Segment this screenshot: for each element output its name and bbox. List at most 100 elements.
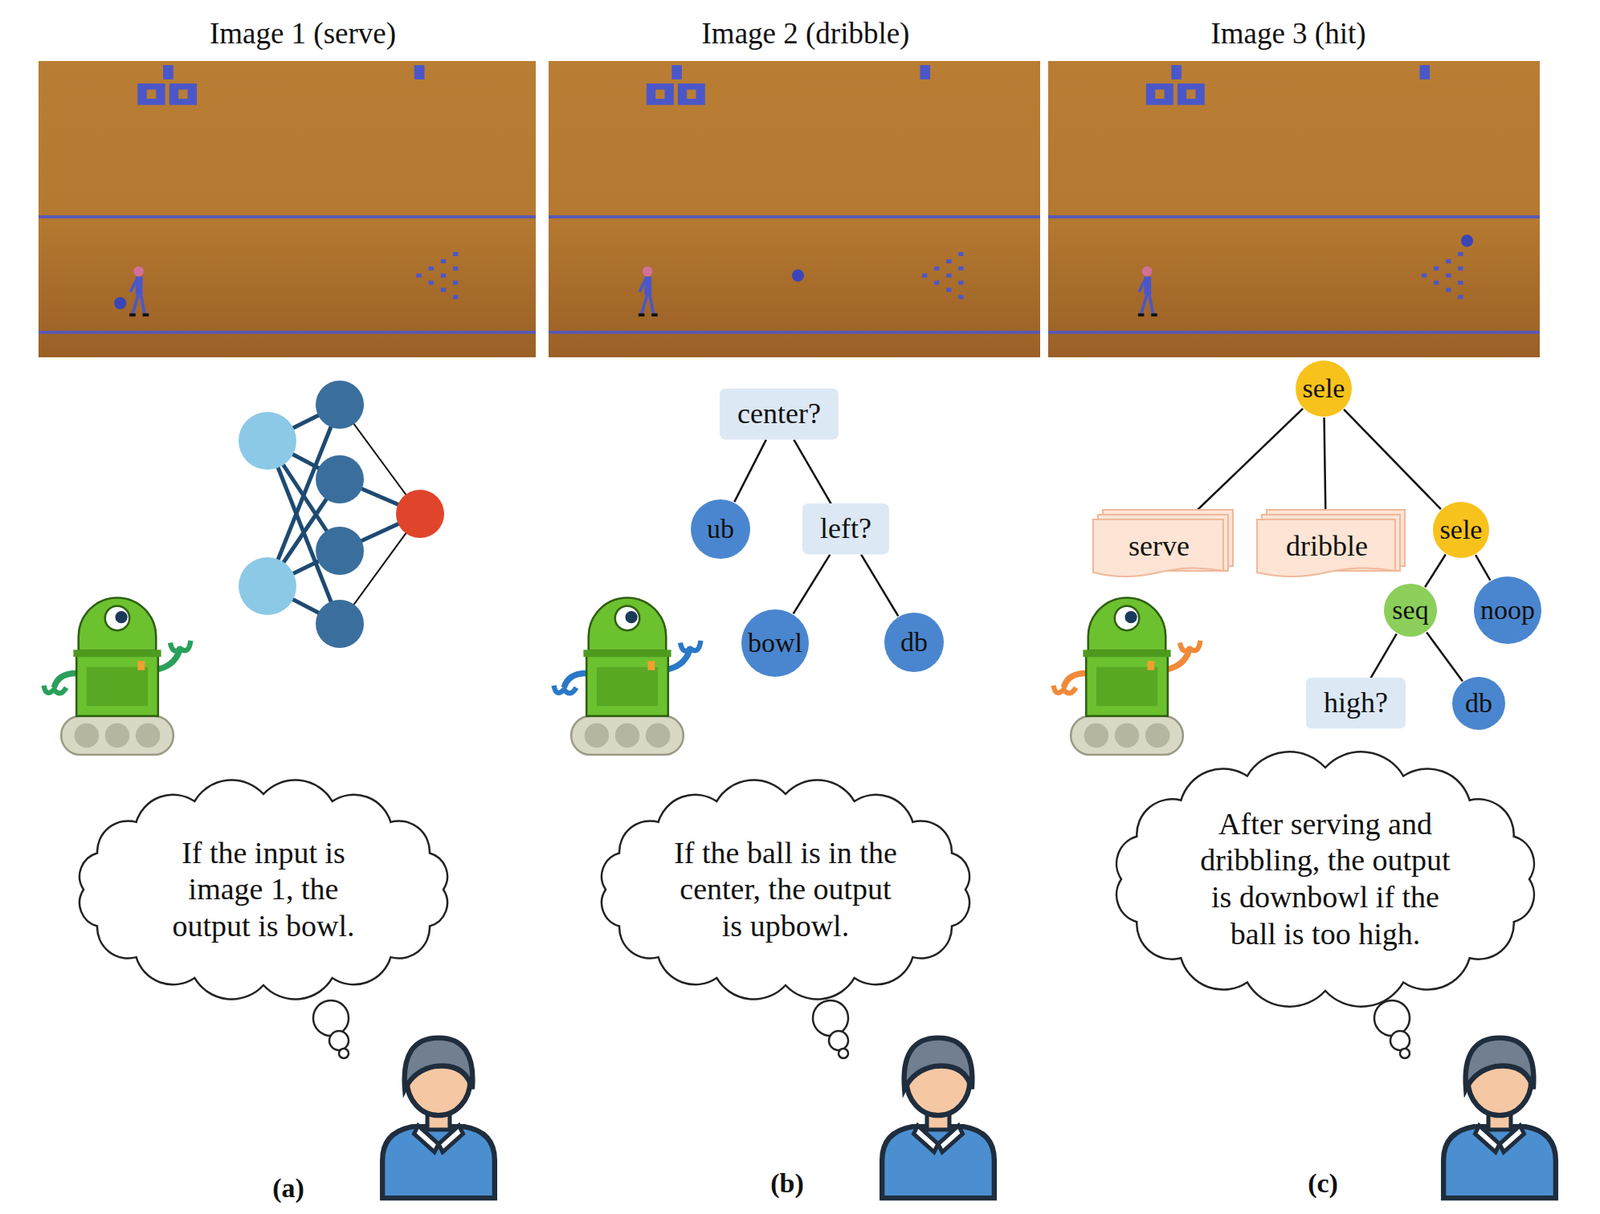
action-node: seq [1383, 583, 1438, 638]
action-node: ub [689, 498, 752, 560]
node-text: If the input is image 1, the output is b… [155, 835, 372, 946]
bowler [1138, 266, 1158, 317]
action-node: noop [1473, 575, 1543, 645]
thought-bubble [812, 1000, 849, 1037]
lane-line [38, 330, 536, 335]
node-text: sele [1302, 372, 1346, 405]
game-screenshot [548, 61, 1041, 358]
bowling-pin [440, 273, 446, 278]
thought-cloud: After serving and dribbling, the output … [1100, 746, 1551, 1013]
score-digit-hole [1155, 89, 1164, 99]
hidden-neuron [315, 455, 364, 504]
tree-branch [793, 440, 831, 505]
node-label: center? [737, 397, 821, 431]
robot-icon [554, 598, 702, 756]
node-text: seq [1391, 594, 1429, 626]
bowling-pin [958, 294, 964, 299]
hidden-neuron [315, 600, 364, 649]
thought-cloud: If the ball is in the center, the output… [584, 773, 987, 1007]
node-label: If the input is image 1, the output is b… [155, 835, 372, 946]
person-icon [881, 1038, 995, 1199]
bowler [638, 266, 658, 317]
action-node: bowl [740, 608, 810, 678]
bowling-ball [1461, 234, 1474, 247]
person-icon [1443, 1038, 1556, 1199]
game-screenshot [1048, 61, 1540, 358]
bowling-pin [946, 287, 952, 292]
node-text: db [1465, 687, 1493, 719]
thought-bubble [828, 1031, 849, 1051]
bowling-pin [1457, 281, 1463, 286]
bowling-pin [922, 273, 927, 278]
node-text: high? [1323, 686, 1388, 720]
robot-icon [44, 598, 192, 756]
tree-branch [1426, 632, 1463, 682]
score-marker [414, 65, 425, 80]
tree-branch [1371, 633, 1397, 678]
thought-bubble [338, 1048, 349, 1059]
input-neuron [238, 557, 297, 616]
thought-bubble [313, 1000, 349, 1037]
panel-letter: (a) [272, 1173, 305, 1205]
bowling-pin [1421, 273, 1427, 278]
bowler [129, 266, 149, 317]
node-label: If the ball is in the center, the output… [671, 835, 901, 946]
action-node: sele [1294, 359, 1353, 418]
score-digit [137, 83, 165, 106]
bowling-pin [453, 281, 458, 286]
thought-cloud: If the input is image 1, the output is b… [62, 773, 465, 1007]
tree-branch [1475, 555, 1490, 581]
score-digit-hole [655, 89, 665, 99]
node-text: noop [1480, 594, 1535, 626]
neural-network [238, 380, 445, 649]
bowling-lane [1048, 61, 1540, 358]
bowling-ball [114, 297, 127, 310]
score-marker [163, 65, 174, 80]
bowling-lane [38, 61, 536, 358]
hidden-neuron [315, 526, 364, 576]
tree-branch [861, 555, 898, 617]
condition-box: high? [1306, 677, 1406, 729]
node-shape [1100, 746, 1551, 1013]
node-label: bowl [747, 627, 803, 659]
lane-line [1048, 215, 1540, 219]
node-label: left? [820, 512, 872, 546]
node-label: noop [1480, 594, 1535, 626]
node-text: After serving and dribbling, the output … [1192, 806, 1458, 953]
node-label: dribble [1285, 530, 1368, 564]
bowling-pin [428, 266, 434, 271]
tree-branch [793, 555, 831, 615]
node-text: sele [1440, 514, 1483, 546]
node-text: ub [706, 513, 735, 545]
node-text: bowl [747, 627, 803, 659]
tree-branch [734, 440, 767, 503]
bowling-pin [1445, 273, 1451, 278]
bowling-ball [791, 269, 805, 282]
bowling-pin [440, 287, 446, 292]
score-digit-hole [146, 89, 156, 99]
bowling-pin [934, 281, 939, 286]
game-screenshot [38, 61, 536, 358]
panel-title: Image 1 (serve) [209, 16, 396, 51]
score-marker [1171, 65, 1182, 80]
score-digit [1146, 83, 1174, 106]
sub-policy-stack: serve [1093, 510, 1233, 576]
output-neuron [395, 489, 445, 539]
bowling-pin [934, 266, 939, 271]
person-icon [382, 1038, 495, 1199]
condition-box: center? [719, 388, 839, 440]
node-text: db [900, 626, 928, 658]
input-neuron [238, 412, 297, 470]
thought-bubble [1374, 1000, 1410, 1037]
bowling-pin [958, 266, 964, 271]
lane-line [1048, 330, 1540, 335]
node-label: high? [1323, 686, 1388, 720]
node-text: left? [820, 512, 872, 546]
bowling-pin [440, 259, 446, 264]
tree-branch [1324, 417, 1327, 520]
thought-bubble [1400, 1048, 1410, 1059]
thought-bubble [838, 1048, 849, 1059]
lane-line [548, 330, 1041, 335]
